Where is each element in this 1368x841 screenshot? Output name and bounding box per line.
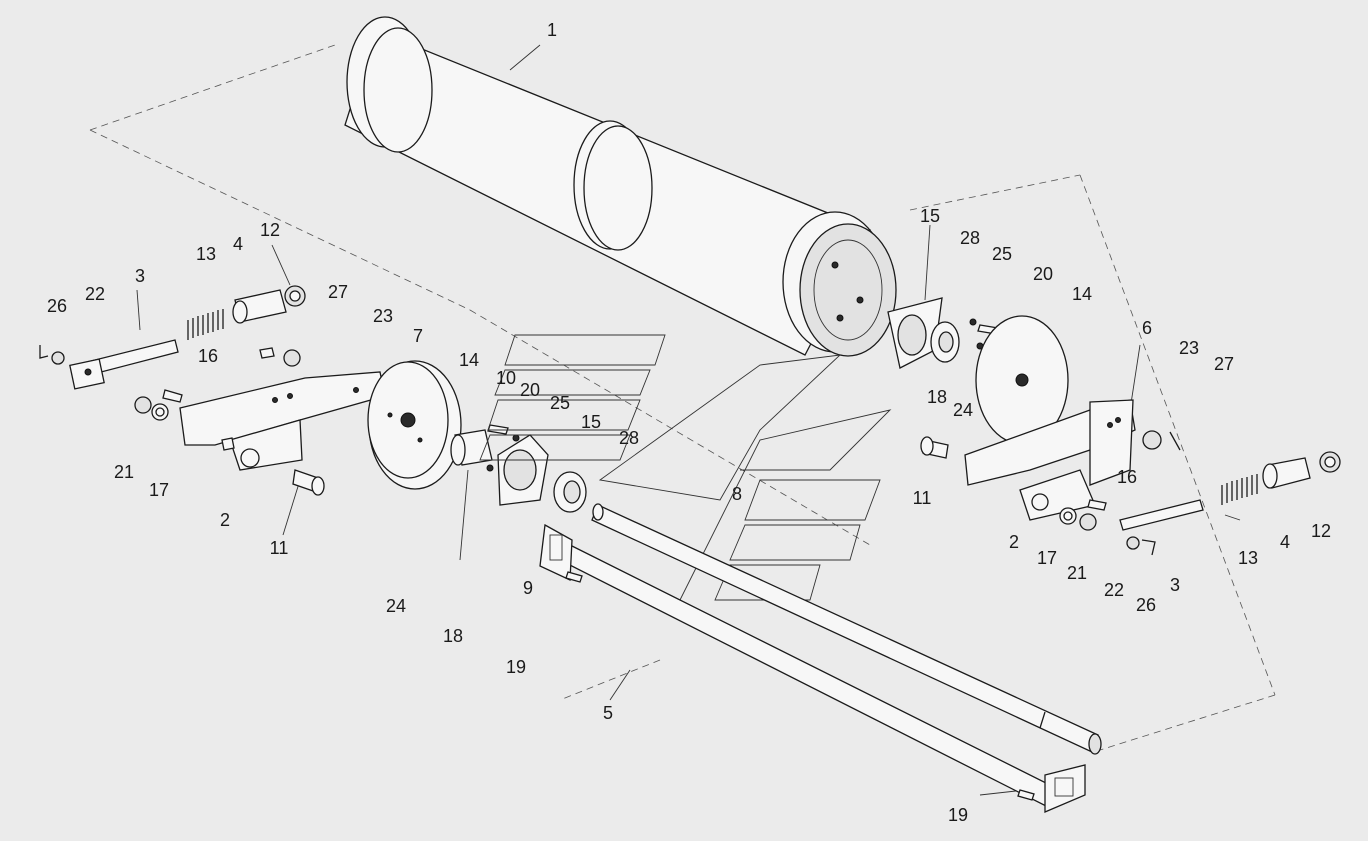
callout-17: 17 xyxy=(148,480,170,500)
callout-7: 7 xyxy=(412,326,424,346)
callout-16: 16 xyxy=(197,346,219,366)
callout-23: 23 xyxy=(372,306,394,326)
callout-21: 21 xyxy=(1066,563,1088,583)
right-bracket xyxy=(964,399,1136,521)
callout-10: 10 xyxy=(495,368,517,388)
callout-6: 6 xyxy=(1141,318,1153,338)
callout-4: 4 xyxy=(1279,532,1291,552)
drum-cylinder xyxy=(344,16,897,357)
callout-3: 3 xyxy=(1169,575,1181,595)
callout-28: 28 xyxy=(618,428,640,448)
callout-13: 13 xyxy=(195,244,217,264)
callout-18: 18 xyxy=(926,387,948,407)
callout-4: 4 xyxy=(232,234,244,254)
callout-19: 19 xyxy=(947,805,969,825)
callout-15: 15 xyxy=(580,412,602,432)
callout-19: 19 xyxy=(505,657,527,677)
callout-27: 27 xyxy=(327,282,349,302)
callout-24: 24 xyxy=(385,596,407,616)
callout-25: 25 xyxy=(991,244,1013,264)
callout-20: 20 xyxy=(519,380,541,400)
callout-5: 5 xyxy=(602,703,614,723)
callout-13: 13 xyxy=(1237,548,1259,568)
callout-11: 11 xyxy=(912,488,932,508)
callout-17: 17 xyxy=(1036,548,1058,568)
callout-14: 14 xyxy=(458,350,480,370)
callout-23: 23 xyxy=(1178,338,1200,358)
right-fasteners xyxy=(1059,430,1181,556)
callout-22: 22 xyxy=(1103,580,1125,600)
support-tube xyxy=(539,523,1086,813)
callout-12: 12 xyxy=(259,220,281,240)
left-bolt xyxy=(292,469,325,496)
left-bracket xyxy=(179,371,386,471)
left-tension-rod xyxy=(69,339,179,390)
callout-18: 18 xyxy=(442,626,464,646)
callout-8: 8 xyxy=(731,484,743,504)
callout-21: 21 xyxy=(113,462,135,482)
right-bearing-group xyxy=(887,297,999,369)
leader-lines xyxy=(136,44,1241,796)
callout-14: 14 xyxy=(1071,284,1093,304)
callout-9: 9 xyxy=(522,578,534,598)
assembly-axis-lines xyxy=(89,44,1276,751)
right-spring-assembly xyxy=(1119,451,1341,531)
left-fasteners xyxy=(39,345,301,421)
left-bearing-group xyxy=(450,424,587,513)
left-disc xyxy=(367,360,462,490)
callout-12: 12 xyxy=(1310,521,1332,541)
callout-25: 25 xyxy=(549,393,571,413)
callout-1: 1 xyxy=(546,20,558,40)
callout-16: 16 xyxy=(1116,467,1138,487)
main-shaft xyxy=(591,503,1102,755)
callout-15: 15 xyxy=(919,206,941,226)
left-spring-assembly xyxy=(187,285,306,340)
callout-2: 2 xyxy=(219,510,231,530)
callout-20: 20 xyxy=(1032,264,1054,284)
callout-3: 3 xyxy=(134,266,146,286)
center-logo-stripes xyxy=(479,334,892,601)
right-bolt xyxy=(920,436,949,459)
callout-11: 11 xyxy=(269,538,289,558)
callout-24: 24 xyxy=(952,400,974,420)
callout-26: 26 xyxy=(46,296,68,316)
callout-2: 2 xyxy=(1008,532,1020,552)
callout-28: 28 xyxy=(959,228,981,248)
callout-22: 22 xyxy=(84,284,106,304)
callout-27: 27 xyxy=(1213,354,1235,374)
callout-26: 26 xyxy=(1135,595,1157,615)
